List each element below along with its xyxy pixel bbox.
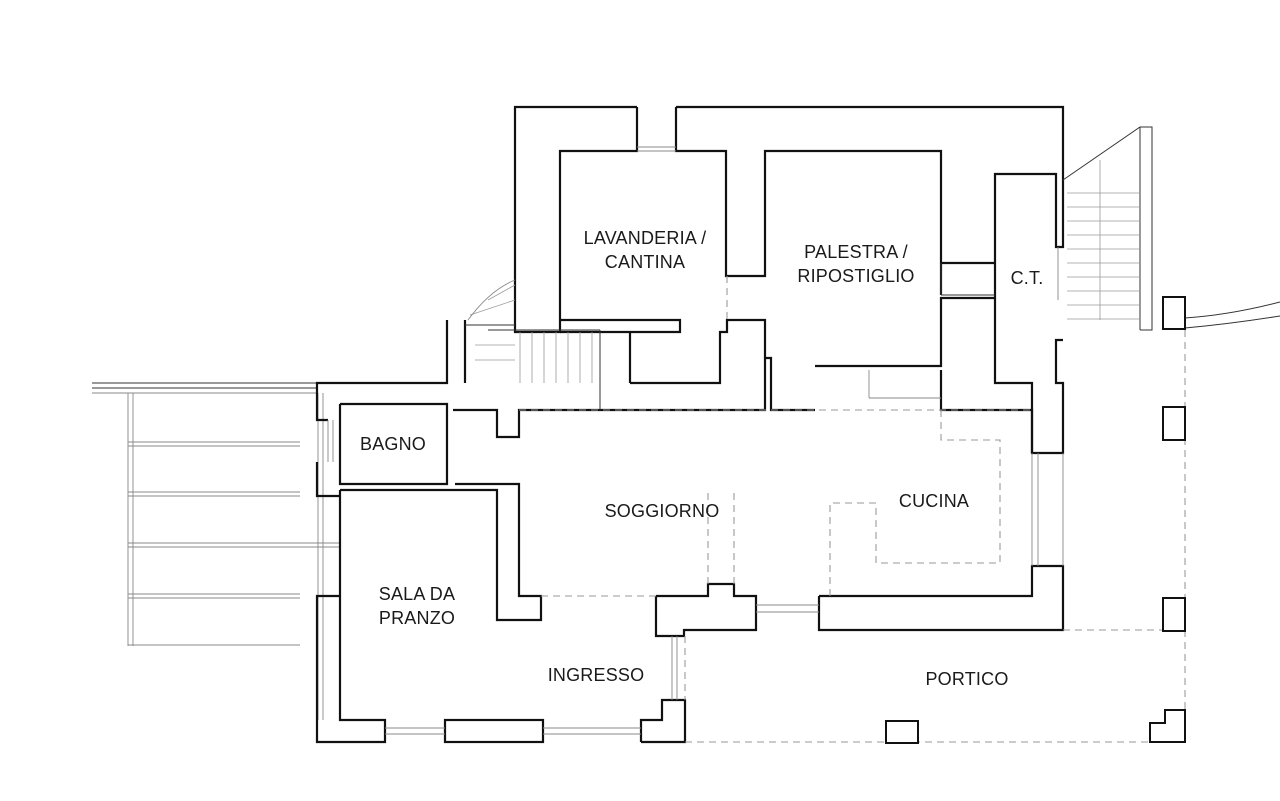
windows [327,146,1064,735]
room-label-soggiorno: SOGGIORNO [604,501,720,521]
room-label-palestra: PALESTRA / RIPOSTIGLIO [797,242,915,286]
room-label-portico: PORTICO [925,669,1009,689]
room-label-cucina: CUCINA [898,491,970,511]
stairs [465,126,1280,410]
walls [315,105,1065,744]
room-label-bagno: BAGNO [359,434,426,454]
room-label-sala-da-pranzo: SALA DA PRANZO [378,584,456,628]
pillar [1162,597,1186,632]
room-label-ct: C.T. [1010,268,1044,288]
portico-pillars [885,296,1186,744]
room-label-ingresso: INGRESSO [547,665,645,685]
room-label-lavanderia: LAVANDERIA / CANTINA [583,228,707,272]
pillar [1162,406,1186,441]
pillar [1149,709,1186,743]
pergola [92,382,340,720]
pillar [1162,296,1186,330]
pillar [885,720,919,744]
